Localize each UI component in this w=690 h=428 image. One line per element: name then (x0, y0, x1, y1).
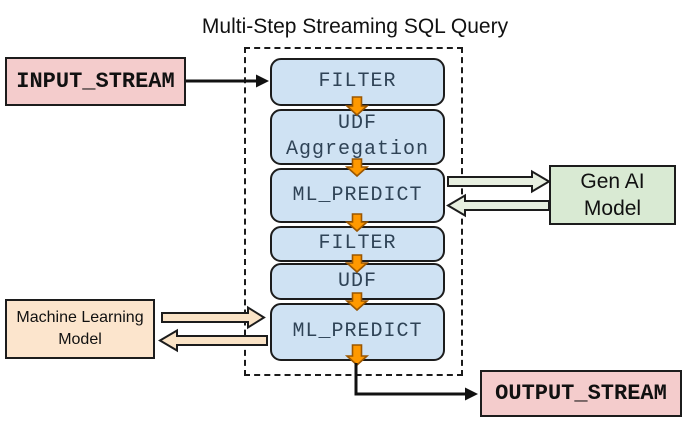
pipeline-step-udf: UDF (270, 263, 445, 300)
pipeline-step-label: FILTER (318, 232, 397, 255)
response-arrow-left-icon (446, 193, 550, 218)
output-stream-label: OUTPUT_STREAM (495, 381, 667, 406)
pipeline-step-udf-aggregation: UDF Aggregation (270, 109, 445, 165)
pipeline-step-label: ML_PREDICT (292, 183, 423, 207)
gen-ai-model-box: Gen AI Model (549, 165, 676, 225)
machine-learning-model-label: Machine Learning Model (16, 309, 144, 348)
pipeline-step-label: ML_PREDICT (292, 320, 423, 343)
input-stream-label: INPUT_STREAM (16, 69, 175, 94)
output-stream-box: OUTPUT_STREAM (480, 370, 682, 417)
diagram-title: Multi-Step Streaming SQL Query (201, 15, 509, 38)
pipeline-step-filter-2: FILTER (270, 226, 445, 262)
gen-ai-model-label: Gen AI Model (580, 169, 645, 220)
input-stream-box: INPUT_STREAM (5, 57, 186, 106)
pipeline-step-label: UDF (337, 269, 377, 293)
machine-learning-model-box: Machine Learning Model (5, 299, 155, 359)
pipeline-step-label: FILTER (318, 70, 397, 93)
request-arrow-right-icon (447, 169, 551, 194)
pipeline-step-label: UDF Aggregation (285, 112, 430, 161)
pipeline-step-filter-1: FILTER (270, 58, 445, 106)
pipeline-step-ml-predict-2: ML_PREDICT (270, 303, 445, 361)
pipeline-step-ml-predict-1: ML_PREDICT (270, 168, 445, 223)
